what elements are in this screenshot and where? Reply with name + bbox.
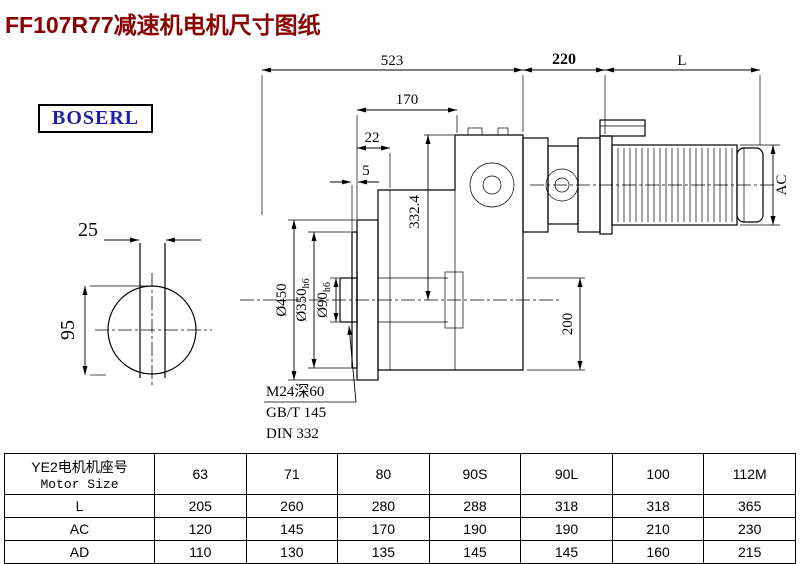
size-header-cell: 100	[611, 453, 705, 495]
dim-value-cell: 120	[154, 517, 247, 541]
dim-row-label: L	[4, 494, 155, 518]
technical-drawing: 523 220 L 170 22 5 25 95	[57, 51, 790, 442]
dim-value-cell: 210	[611, 517, 705, 541]
dim-value-cell: 160	[611, 540, 705, 564]
size-header-cell: 63	[154, 453, 247, 495]
dim-523-label: 523	[381, 53, 404, 69]
dim-220-label: 220	[552, 51, 576, 68]
table-row-AD: AD 110 130 135 145 145 160 215	[4, 540, 796, 564]
dim-value-cell: 190	[428, 517, 522, 541]
size-header-cell: 80	[337, 453, 430, 495]
dim-value-cell: 135	[337, 540, 430, 564]
motor-assembly: AC	[522, 119, 790, 235]
gearbox-housing	[240, 127, 560, 381]
motor-size-header-cell: YE2电机机座号 Motor Size	[4, 453, 155, 495]
motor-size-header-cn: YE2电机机座号	[31, 458, 128, 475]
dim-value-cell: 288	[428, 494, 522, 518]
dim-value-cell: 260	[245, 494, 339, 518]
dim-22-label: 22	[365, 130, 380, 146]
dim-value-cell: 280	[337, 494, 430, 518]
dim-332-label: 332.4	[407, 195, 423, 229]
dim-value-cell: 365	[703, 494, 796, 518]
dim-value-cell: 170	[337, 517, 430, 541]
table-header-row: YE2电机机座号 Motor Size 63 71 80 90S 90L 100…	[4, 453, 796, 495]
dim-value-cell: 230	[703, 517, 796, 541]
dim-row-label: AC	[4, 517, 155, 541]
dim-170-label: 170	[396, 92, 419, 108]
dim-value-cell: 110	[154, 540, 247, 564]
dim-row-label: AD	[4, 540, 155, 564]
page-title: FF107R77减速机电机尺寸图纸	[5, 12, 321, 38]
size-header-cell: 71	[245, 453, 339, 495]
dim-d90-label: Ø90h6	[315, 282, 333, 318]
dim-value-cell: 318	[520, 494, 613, 518]
dim-200-label: 200	[560, 313, 576, 336]
motor-size-header-en: Motor Size	[40, 476, 119, 492]
dim-value-cell: 145	[428, 540, 522, 564]
dim-value-cell: 205	[154, 494, 247, 518]
diameter-dimensions: Ø450 Ø350h6 Ø90h6 332.4 200	[274, 134, 585, 381]
shaft-end-view: 25 95	[57, 219, 212, 388]
table-row-L: L 205 260 280 288 318 318 365	[4, 494, 796, 518]
table-row-AC: AC 120 145 170 190 190 210 230	[4, 517, 796, 541]
dim-5-label: 5	[362, 163, 370, 179]
dim-value-cell: 145	[245, 517, 339, 541]
size-header-cell: 90L	[520, 453, 613, 495]
dim-value-cell: 130	[245, 540, 339, 564]
note-std-gb: GB/T 145	[266, 405, 326, 421]
dim-d450-label: Ø450	[274, 283, 290, 316]
dim-AC-label: AC	[774, 175, 790, 196]
brand-logo-box: BOSERL	[38, 104, 154, 133]
dim-value-cell: 215	[703, 540, 796, 564]
dim-d350-label: Ø350h6	[294, 278, 312, 321]
top-dimensions: 523 220 L 170 22 5	[261, 51, 761, 231]
notes-block: M24深60 GB/T 145 DIN 332	[264, 325, 357, 442]
size-header-cell: 112M	[703, 453, 796, 495]
dim-95-label: 95	[57, 320, 79, 340]
dim-value-cell: 145	[520, 540, 613, 564]
dim-25-label: 25	[78, 219, 98, 241]
size-header-cell: 90S	[428, 453, 522, 495]
note-std-din: DIN 332	[266, 426, 319, 442]
note-tap: M24深60	[266, 383, 324, 400]
dim-value-cell: 190	[520, 517, 613, 541]
motor-size-table: YE2电机机座号 Motor Size 63 71 80 90S 90L 100…	[4, 453, 796, 564]
brand-logo-text: BOSERL	[52, 107, 140, 129]
dim-L-label: L	[677, 53, 686, 69]
dim-value-cell: 318	[611, 494, 705, 518]
